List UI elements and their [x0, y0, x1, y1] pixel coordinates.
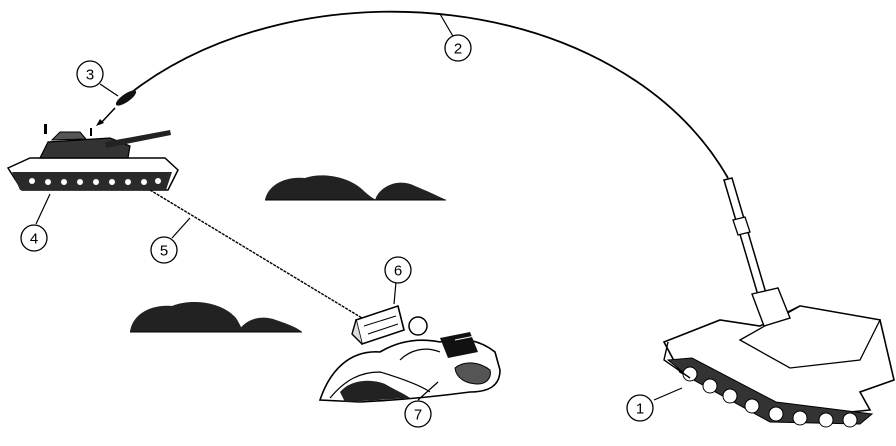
guided-projectile — [96, 88, 138, 126]
projectile-trajectory — [128, 12, 728, 178]
callout-5-label: 5 — [160, 243, 168, 260]
callout-6: 6 — [385, 257, 411, 283]
callout-2: 2 — [445, 35, 471, 61]
bush-upper — [265, 175, 446, 200]
leader-3 — [100, 84, 118, 96]
bush-lower — [130, 302, 302, 332]
target-tank — [8, 124, 178, 190]
leader-4 — [36, 194, 50, 224]
callout-5: 5 — [151, 237, 177, 263]
callout-3: 3 — [77, 61, 103, 87]
callout-6-label: 6 — [394, 263, 402, 280]
callout-4: 4 — [21, 225, 47, 251]
laser-designator — [352, 306, 404, 344]
leader-1 — [654, 388, 682, 400]
callout-1-label: 1 — [636, 401, 644, 418]
leader-6 — [394, 282, 396, 304]
callout-1: 1 — [627, 395, 653, 421]
callout-4-label: 4 — [30, 231, 38, 248]
callout-7: 7 — [405, 401, 431, 427]
callout-2-label: 2 — [454, 41, 462, 58]
forward-observer — [320, 317, 500, 402]
callout-3-label: 3 — [86, 67, 94, 84]
laser-beam — [150, 190, 362, 318]
self-propelled-howitzer — [664, 178, 894, 427]
leader-5 — [172, 218, 190, 238]
leader-2 — [440, 14, 454, 38]
callout-7-label: 7 — [414, 407, 422, 424]
